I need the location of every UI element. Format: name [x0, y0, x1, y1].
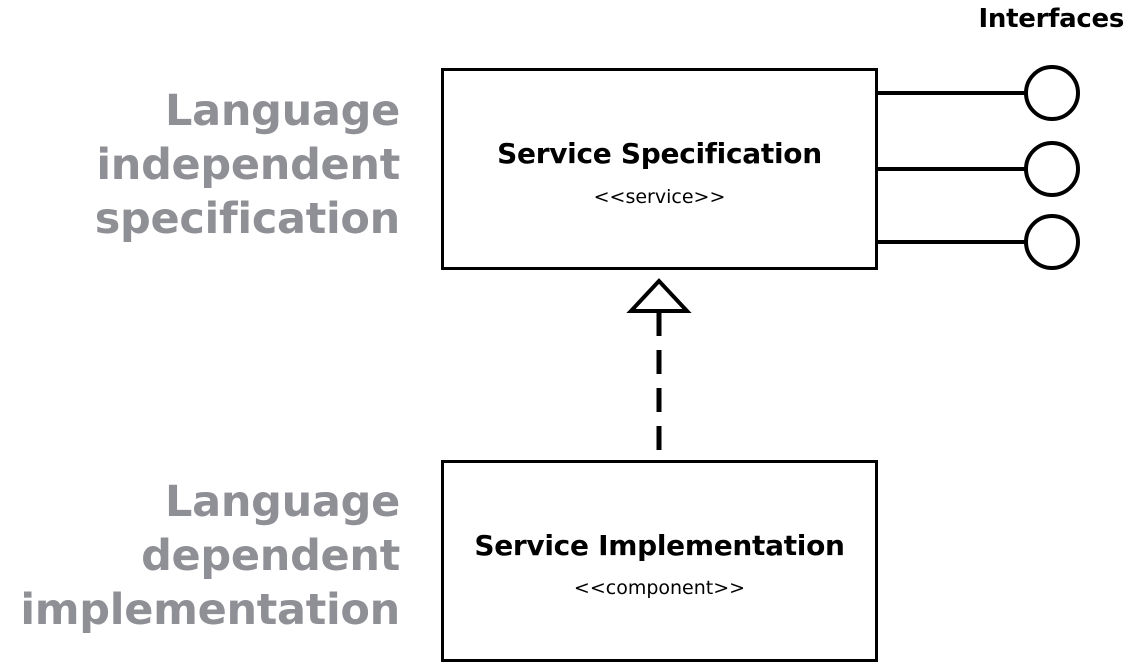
service-implementation-box: Service Implementation <<component>> — [441, 460, 878, 662]
language-dependent-label: Language dependent implementation — [0, 475, 400, 637]
side-label-line: specification — [94, 194, 401, 244]
realization-arrowhead — [626, 278, 692, 313]
interface-circle — [1024, 214, 1080, 270]
interface-lollipop — [876, 141, 1080, 197]
service-specification-box: Service Specification <<service>> — [441, 68, 878, 270]
side-label-line: dependent — [141, 531, 400, 581]
side-label-line: Language — [165, 477, 400, 527]
side-label-line: implementation — [20, 585, 400, 635]
side-label-line: Language — [165, 86, 400, 136]
interface-circle — [1024, 65, 1080, 121]
interface-circle — [1024, 141, 1080, 197]
service-stereotype: <<service>> — [593, 186, 726, 208]
interface-lollipop — [876, 65, 1080, 121]
service-specification-title: Service Specification — [497, 137, 822, 170]
side-label-line: independent — [96, 140, 400, 190]
service-implementation-title: Service Implementation — [474, 529, 845, 562]
interfaces-label: Interfaces — [978, 4, 1125, 34]
component-stereotype: <<component>> — [573, 577, 746, 599]
language-independent-label: Language independent specification — [0, 84, 401, 246]
interface-lollipop — [876, 214, 1080, 270]
